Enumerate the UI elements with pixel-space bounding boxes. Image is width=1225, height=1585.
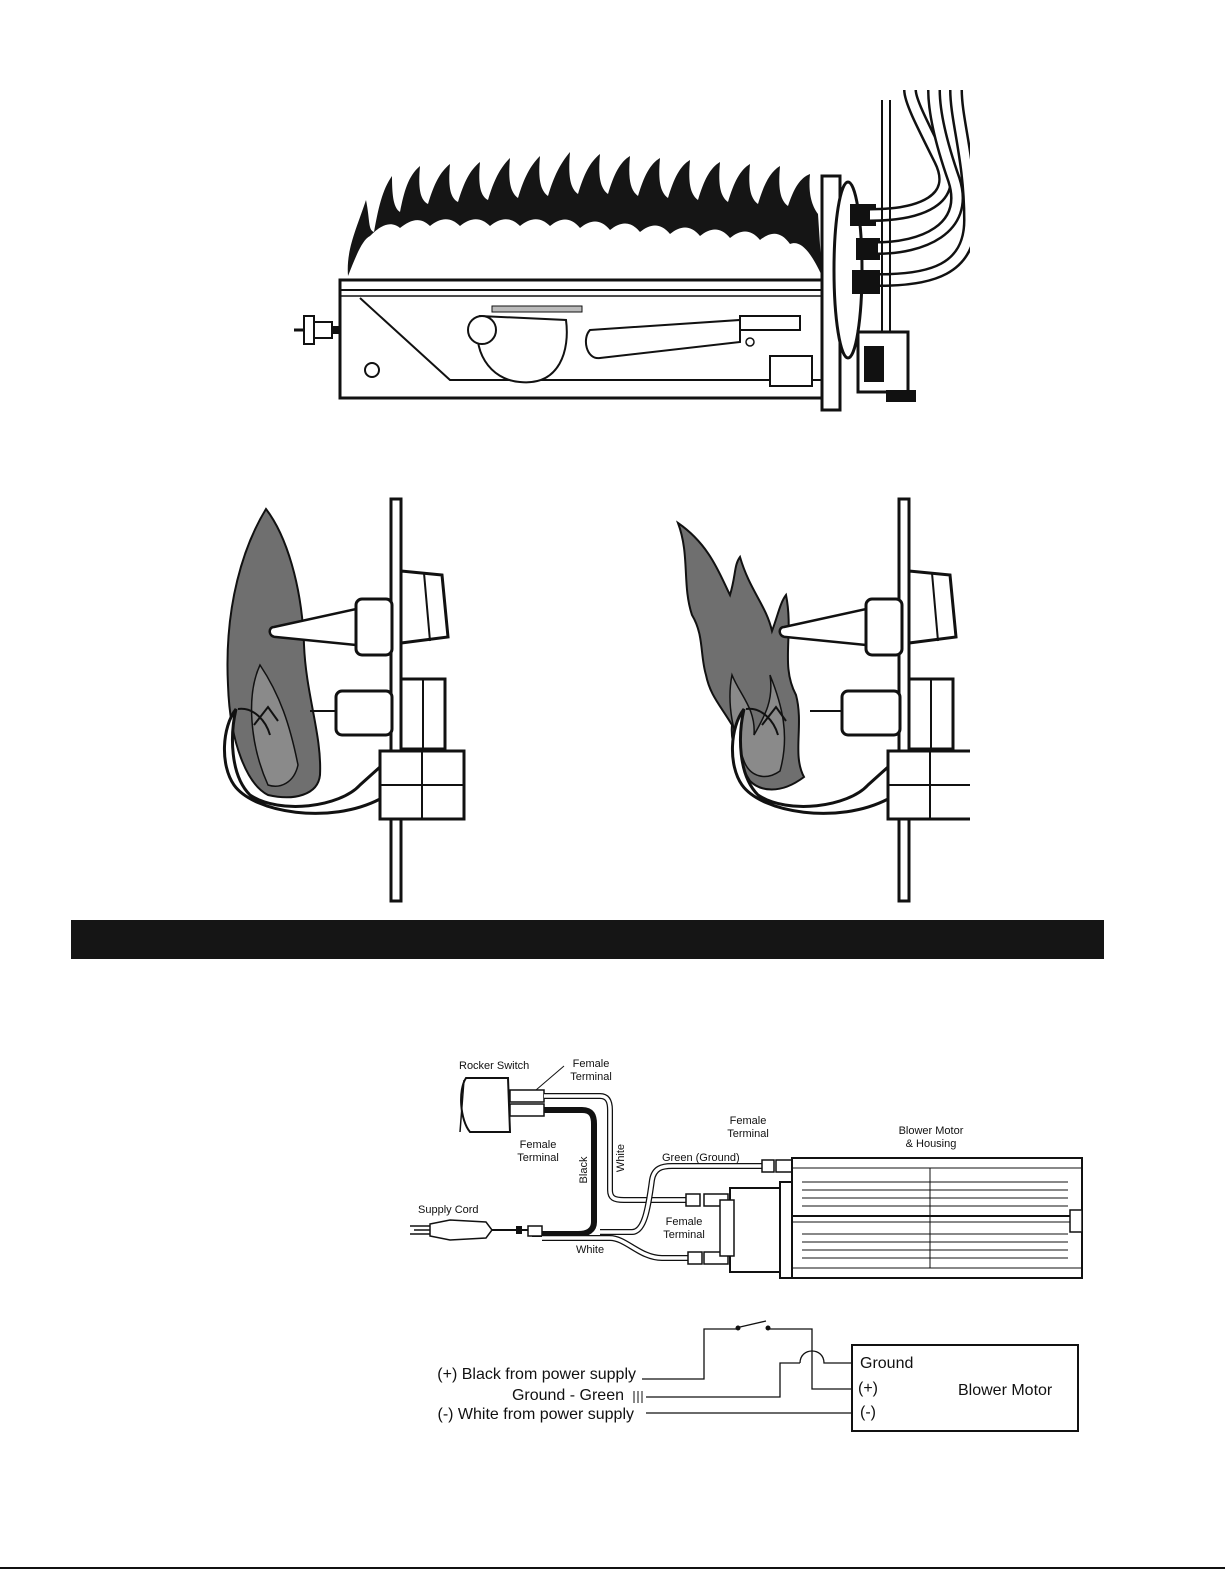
rocker-switch — [461, 1078, 510, 1132]
schematic-plus: (+) — [858, 1380, 878, 1397]
pilot-flame-correct-illustration — [210, 495, 480, 905]
label-female-terminal-top-1: Female — [573, 1058, 610, 1070]
label-blower-motor-2: & Housing — [906, 1138, 957, 1150]
blower-motor-housing — [792, 1158, 1082, 1278]
label-female-terminal-right-2: Terminal — [727, 1128, 769, 1140]
burner-assembly-illustration — [270, 80, 970, 420]
label-blower-motor-1: Blower Motor — [899, 1125, 964, 1137]
label-female-terminal-right-1: Female — [730, 1115, 767, 1127]
schematic-ground: Ground — [860, 1355, 913, 1372]
schematic-minus: (-) — [860, 1404, 876, 1421]
label-white-wire-bottom: White — [576, 1244, 604, 1256]
schematic-white-supply: (-) White from power supply — [438, 1406, 635, 1423]
schematic-ground-green: Ground - Green — [512, 1387, 624, 1404]
switch-blade — [740, 1321, 766, 1327]
blower-wiring-illustration: Rocker Switch Female Terminal Female Ter… — [400, 1050, 1100, 1290]
schematic-black-supply: (+) Black from power supply — [437, 1366, 636, 1383]
section-header-bar — [71, 920, 1104, 959]
switch-contact-right — [766, 1326, 771, 1331]
label-female-terminal-left-2: Terminal — [517, 1152, 559, 1164]
label-female-terminal-mid-1: Female — [666, 1216, 703, 1228]
switch-contact-left — [736, 1326, 741, 1331]
label-female-terminal-mid-2: Terminal — [663, 1229, 705, 1241]
label-female-terminal-left-1: Female — [520, 1139, 557, 1151]
burner-flames — [348, 152, 822, 276]
pilot-flame-incorrect-illustration — [670, 495, 970, 905]
schematic-blower-motor: Blower Motor — [958, 1382, 1053, 1399]
page-bottom-rule — [0, 1567, 1225, 1569]
label-female-terminal-top-2: Terminal — [570, 1071, 612, 1083]
supply-cord-plug — [410, 1220, 542, 1240]
label-rocker-switch: Rocker Switch — [459, 1060, 529, 1072]
label-white-wire-top: White — [615, 1144, 627, 1172]
label-supply-cord: Supply Cord — [418, 1204, 479, 1216]
label-green-ground: Green (Ground) — [662, 1152, 740, 1164]
label-black-wire: Black — [578, 1156, 590, 1183]
blower-schematic-diagram: (+) Black from power supply Ground - Gre… — [410, 1305, 1100, 1445]
